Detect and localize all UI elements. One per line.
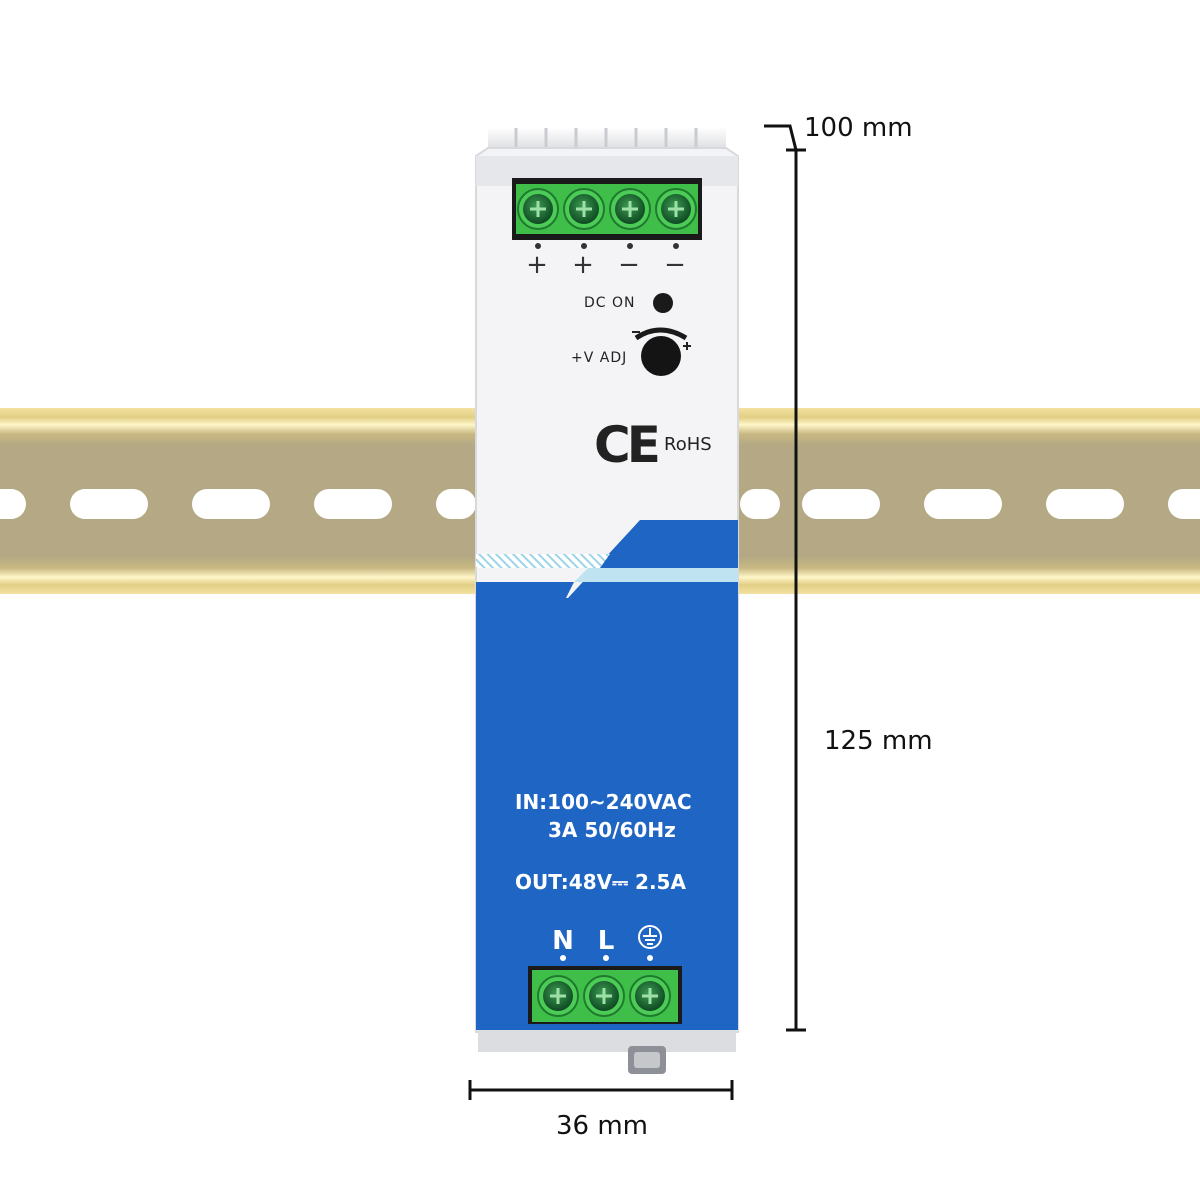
width-dimension-label: 36 mm: [556, 1111, 649, 1141]
v-adj-label: +V ADJ: [571, 350, 628, 366]
height-dimension-label: 125 mm: [824, 726, 933, 756]
depth-dimension-line: [764, 124, 798, 151]
v-adj-potentiometer[interactable]: [632, 327, 691, 376]
output-terminal-label-3: −: [618, 250, 640, 280]
blue-panel: [476, 520, 738, 1030]
input-screw-n[interactable]: [537, 975, 579, 1017]
output-screw-1[interactable]: [517, 188, 559, 230]
output-terminal-label-2: +: [572, 250, 594, 280]
input-spec-line-2: 3A 50/60Hz: [548, 818, 676, 842]
output-terminal-label-4: −: [664, 250, 686, 280]
output-screw-2[interactable]: [563, 188, 605, 230]
input-terminal-label-l: L: [597, 926, 615, 956]
dc-on-label: DC ON: [584, 295, 636, 311]
input-terminal-block: [528, 925, 682, 1024]
dimension-lines: [468, 124, 806, 1100]
output-spec: OUT:48V⎓ 2.5A: [515, 870, 686, 894]
output-screw-3[interactable]: [609, 188, 651, 230]
ground-icon: [638, 925, 662, 949]
dc-on-led: [653, 293, 673, 313]
output-terminal-block: [512, 178, 702, 249]
input-screw-l[interactable]: [583, 975, 625, 1017]
depth-dimension-label: 100 mm: [804, 113, 913, 143]
input-spec-line-1: IN:100~240VAC: [515, 790, 692, 814]
output-terminal-label-1: +: [526, 250, 548, 280]
input-terminal-label-n: N: [552, 926, 574, 956]
input-screw-ground[interactable]: [629, 975, 671, 1017]
output-screw-4[interactable]: [655, 188, 697, 230]
rohs-label: RoHS: [664, 434, 712, 455]
rail-slots: [0, 489, 1200, 519]
ce-mark: CE: [594, 416, 661, 474]
